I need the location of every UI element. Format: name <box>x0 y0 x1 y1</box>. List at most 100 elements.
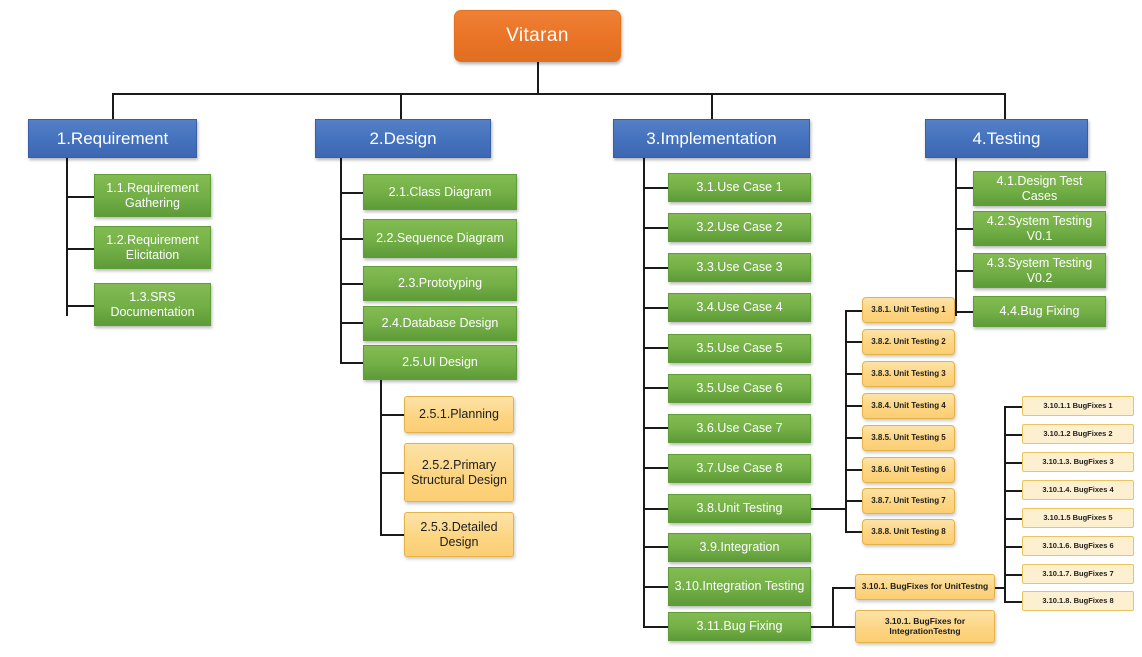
node-ui-design[interactable]: 2.5.UI Design <box>363 345 517 380</box>
connector-rib-2-5-3 <box>380 534 404 536</box>
node-use-case-8[interactable]: 3.7.Use Case 8 <box>668 454 811 483</box>
node-branch-testing[interactable]: 4.Testing <box>925 119 1088 158</box>
connector-level1-bus <box>112 93 1005 95</box>
connector-rib-2-1 <box>340 192 363 194</box>
connector-drop-design <box>400 93 402 119</box>
node-bugfixes-7[interactable]: 3.10.1.7. BugFixes 7 <box>1022 564 1134 584</box>
connector-rib-ut-4 <box>845 405 866 407</box>
connector-feed-bug-fixing <box>811 626 833 628</box>
node-bugfixes-1[interactable]: 3.10.1.1 BugFixes 1 <box>1022 396 1134 416</box>
node-bugfixes-for-unit-testing[interactable]: 3.10.1. BugFixes for UnitTestng <box>855 574 995 600</box>
connector-rib-bl-5 <box>1004 518 1024 520</box>
connector-rib-3-12 <box>643 626 668 628</box>
node-requirement-elicitation[interactable]: 1.2.Requirement Elicitation <box>94 226 211 269</box>
node-class-diagram[interactable]: 2.1.Class Diagram <box>363 174 517 210</box>
node-bugfixes-4[interactable]: 3.10.1.4. BugFixes 4 <box>1022 480 1134 500</box>
connector-rib-ut-1 <box>845 310 866 312</box>
node-integration[interactable]: 3.9.Integration <box>668 533 811 562</box>
connector-rib-bl-4 <box>1004 490 1024 492</box>
connector-rib-4-2 <box>955 228 973 230</box>
connector-rib-2-5 <box>340 362 363 364</box>
connector-rib-bf-2 <box>832 626 858 628</box>
node-database-design[interactable]: 2.4.Database Design <box>363 306 517 341</box>
connector-rib-2-3 <box>340 283 363 285</box>
connector-rib-bf-1 <box>832 587 858 589</box>
connector-rib-3-8 <box>643 467 668 469</box>
node-use-case-1[interactable]: 3.1.Use Case 1 <box>668 173 811 202</box>
connector-trunk-testing <box>955 158 957 316</box>
node-unit-testing-8[interactable]: 3.8.8. Unit Testing 8 <box>862 519 955 545</box>
node-bugfixes-3[interactable]: 3.10.1.3. BugFixes 3 <box>1022 452 1134 472</box>
node-bugfixes-for-integration-testing[interactable]: 3.10.1. BugFixes for IntegrationTestng <box>855 610 995 643</box>
connector-rib-4-4 <box>955 311 973 313</box>
node-use-case-7[interactable]: 3.6.Use Case 7 <box>668 414 811 443</box>
node-unit-testing-6[interactable]: 3.8.6. Unit Testing 6 <box>862 457 955 483</box>
node-bugfixes-5[interactable]: 3.10.1.5 BugFixes 5 <box>1022 508 1134 528</box>
node-sequence-diagram[interactable]: 2.2.Sequence Diagram <box>363 219 517 258</box>
connector-rib-bl-2 <box>1004 434 1024 436</box>
connector-rib-2-4 <box>340 322 363 324</box>
node-bugfixes-6[interactable]: 3.10.1.6. BugFixes 6 <box>1022 536 1134 556</box>
connector-trunk-design <box>340 158 342 364</box>
node-testing-bug-fixing[interactable]: 4.4.Bug Fixing <box>973 296 1106 327</box>
connector-rib-bl-1 <box>1004 406 1024 408</box>
connector-rib-3-3 <box>643 267 668 269</box>
node-system-testing-v02[interactable]: 4.3.System Testing V0.2 <box>973 253 1106 288</box>
node-srs-documentation[interactable]: 1.3.SRS Documentation <box>94 283 211 326</box>
connector-subtrunk-ui-design <box>380 380 382 536</box>
connector-rib-bl-8 <box>1004 601 1024 603</box>
connector-feed-bugfix-leaves <box>994 587 1006 589</box>
node-use-case-6[interactable]: 3.5.Use Case 6 <box>668 374 811 403</box>
connector-trunk-requirement <box>66 158 68 316</box>
node-unit-testing-1[interactable]: 3.8.1. Unit Testing 1 <box>862 297 955 323</box>
node-use-case-2[interactable]: 3.2.Use Case 2 <box>668 213 811 242</box>
connector-drop-requirement <box>112 93 114 119</box>
connector-rib-4-3 <box>955 270 973 272</box>
node-branch-design[interactable]: 2.Design <box>315 119 491 158</box>
node-planning[interactable]: 2.5.1.Planning <box>404 396 514 433</box>
node-bugfixes-2[interactable]: 3.10.1.2 BugFixes 2 <box>1022 424 1134 444</box>
node-design-test-cases[interactable]: 4.1.Design Test Cases <box>973 171 1106 206</box>
connector-rib-2-5-1 <box>380 414 404 416</box>
connector-rib-2-2 <box>340 238 363 240</box>
node-unit-testing-7[interactable]: 3.8.7. Unit Testing 7 <box>862 488 955 514</box>
node-unit-testing-4[interactable]: 3.8.4. Unit Testing 4 <box>862 393 955 419</box>
node-unit-testing-3[interactable]: 3.8.3. Unit Testing 3 <box>862 361 955 387</box>
node-unit-testing-2[interactable]: 3.8.2. Unit Testing 2 <box>862 329 955 355</box>
node-prototyping[interactable]: 2.3.Prototyping <box>363 266 517 301</box>
connector-rib-3-10 <box>643 546 668 548</box>
node-bugfixes-8[interactable]: 3.10.1.8. BugFixes 8 <box>1022 591 1134 611</box>
node-unit-testing-5[interactable]: 3.8.5. Unit Testing 5 <box>862 425 955 451</box>
node-root-vitaran[interactable]: Vitaran <box>454 10 621 62</box>
connector-rib-ut-2 <box>845 341 866 343</box>
node-system-testing-v01[interactable]: 4.2.System Testing V0.1 <box>973 211 1106 246</box>
connector-rib-bl-7 <box>1004 574 1024 576</box>
connector-feed-unit-testing <box>811 508 846 510</box>
connector-rib-3-6 <box>643 387 668 389</box>
connector-rib-3-11 <box>643 586 668 588</box>
node-use-case-4[interactable]: 3.4.Use Case 4 <box>668 293 811 322</box>
node-branch-implementation[interactable]: 3.Implementation <box>613 119 810 158</box>
connector-rib-3-5 <box>643 347 668 349</box>
connector-rib-ut-3 <box>845 373 866 375</box>
connector-trunk-bugfix-leaves <box>1004 406 1006 602</box>
connector-rib-ut-6 <box>845 469 866 471</box>
connector-trunk-implementation <box>643 158 645 628</box>
connector-rib-3-7 <box>643 427 668 429</box>
connector-rib-3-4 <box>643 307 668 309</box>
connector-rib-1-2 <box>66 248 94 250</box>
node-primary-structural-design[interactable]: 2.5.2.Primary Structural Design <box>404 443 514 502</box>
node-branch-requirement[interactable]: 1.Requirement <box>28 119 197 158</box>
node-detailed-design[interactable]: 2.5.3.Detailed Design <box>404 512 514 557</box>
connector-rib-3-9 <box>643 508 668 510</box>
node-use-case-3[interactable]: 3.3.Use Case 3 <box>668 253 811 282</box>
connector-rib-1-1 <box>66 196 94 198</box>
node-integration-testing[interactable]: 3.10.Integration Testing <box>668 567 811 606</box>
node-bug-fixing[interactable]: 3.11.Bug Fixing <box>668 612 811 641</box>
node-unit-testing[interactable]: 3.8.Unit Testing <box>668 494 811 523</box>
connector-rib-ut-8 <box>845 531 866 533</box>
node-requirement-gathering[interactable]: 1.1.Requirement Gathering <box>94 174 211 217</box>
connector-rib-bl-6 <box>1004 546 1024 548</box>
node-use-case-5[interactable]: 3.5.Use Case 5 <box>668 334 811 363</box>
